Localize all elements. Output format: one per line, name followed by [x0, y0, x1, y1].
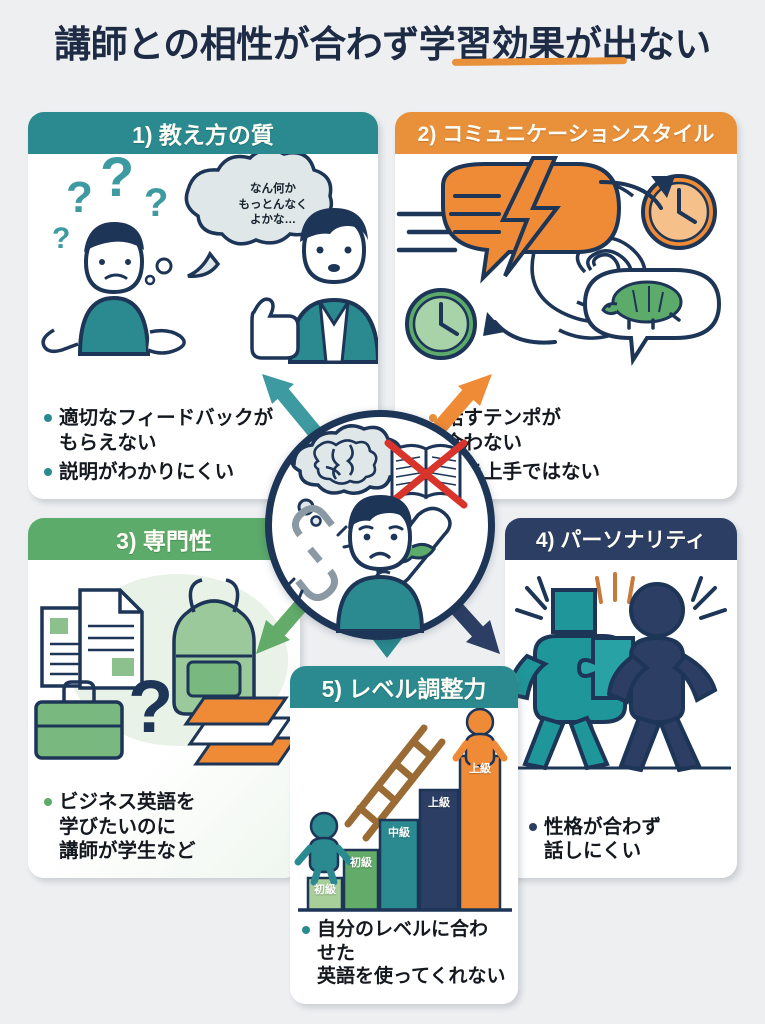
card1-bullets: 適切なフィードバックが もらえない 説明がわかりにくい [28, 402, 378, 499]
bar-label-1: 初級 [350, 857, 372, 869]
puzzle-person-figure [506, 588, 648, 771]
card4-body: 性格が合わず 話しにくい [505, 560, 737, 878]
card1-body: ? ? ? ? [28, 154, 378, 499]
bullet-item: 話すテンポが 合わない [429, 406, 725, 454]
bar-3 [418, 788, 460, 912]
bar-4 [458, 754, 502, 912]
bullet-text: 性格が合わず 話しにくい [544, 815, 662, 862]
card1-speech-text: なん何か もっとんなく よかな… [238, 183, 308, 227]
card5-body: 初級 初級 中級 上級 上級 自分のレベルに合わせた 英語を使ってくれない [290, 708, 518, 1004]
bullet-dot [429, 414, 437, 423]
question-mark-icon: ? [66, 173, 93, 222]
learner-figure-orange [452, 708, 508, 782]
question-mark-icon: ? [100, 154, 134, 208]
bar-label-0: 初級 [314, 884, 336, 896]
clock-orange-icon [641, 174, 717, 250]
card2-illustration [395, 154, 737, 402]
card-expertise[interactable]: 3) 専門性 [28, 518, 300, 878]
turtle-speech-bubble [582, 268, 722, 367]
bullet-item: ビジネス英語を 学びたいのに 講師が学生など [44, 790, 288, 863]
ladder-icon [344, 724, 446, 842]
bullet-item: 性格が合わず 話しにくい [529, 815, 725, 863]
bullet-item: 適切なフィードバックが もらえない [44, 406, 366, 454]
broken-chain-icon [292, 505, 338, 601]
card5-illustration: 初級 初級 中級 上級 上級 [290, 708, 518, 914]
teacher-figure [250, 208, 378, 364]
card5-bullets: 自分のレベルに合わせた 英語を使ってくれない [290, 914, 518, 1004]
question-mark-icon: ? [144, 181, 168, 225]
thumbs-up-icon [250, 297, 300, 360]
card1-header: 1) 教え方の質 [28, 112, 378, 154]
student-figure [41, 222, 186, 356]
crossed-out-book-icon [384, 439, 468, 509]
learner-figure-teal [294, 811, 354, 886]
question-mark-icon: ? [128, 665, 173, 748]
card-personality[interactable]: 4) パーソナリティ [505, 518, 737, 878]
card3-header: 3) 専門性 [28, 518, 300, 560]
backpack-icon [172, 578, 256, 716]
briefcase-icon [34, 680, 124, 760]
bar-label-2: 中級 [388, 827, 410, 839]
clock-green-icon [405, 288, 477, 360]
bullet-dot [44, 798, 52, 807]
bullet-dot [529, 822, 537, 831]
chain-break-sparks [284, 525, 356, 603]
turtle-icon [601, 280, 683, 330]
card5-header: 5) レベル調整力 [290, 666, 518, 708]
card1-illustration: ? ? ? ? [28, 154, 378, 402]
card3-body: ? [28, 560, 300, 878]
card4-bullets: 性格が合わず 話しにくい [505, 811, 737, 878]
card4-illustration [505, 560, 737, 811]
bullet-text: 説明がわかりにくい [59, 460, 235, 483]
card3-illustration: ? [28, 560, 300, 786]
books-stack-icon [183, 696, 299, 766]
question-mark-icon: ? [52, 222, 70, 255]
card-level-adjustment[interactable]: 5) レベル調整力 [290, 666, 518, 1004]
bullet-item: 説明がわかりにくい [44, 460, 366, 484]
bullet-item: 自分のレベルに合わせた 英語を使ってくれない [302, 918, 506, 989]
bullet-text: 話すテンポが 合わない [444, 407, 562, 454]
page-title-wrap: 講師との相性が合わず学習効果が出ない [0, 14, 765, 68]
card4-header: 4) パーソナリティ [505, 518, 737, 560]
fast-speech-bubble [441, 156, 622, 284]
bullet-text: 適切なフィードバックが もらえない [59, 407, 274, 454]
card3-bullets: ビジネス英語を 学びたいのに 講師が学生など [28, 786, 300, 878]
bar-label-4: 上級 [469, 763, 491, 775]
sad-person-icon [335, 495, 425, 633]
center-hub [265, 410, 495, 640]
bar-2 [378, 818, 420, 912]
navy-person-figure [606, 582, 718, 773]
bullet-dot [44, 467, 52, 476]
bullet-dot [44, 414, 52, 423]
lightning-bolt-icon [499, 156, 562, 278]
documents-icon [40, 588, 144, 690]
bullet-text: ビジネス英語を 学びたいのに 講師が学生など [59, 791, 196, 862]
bullet-text: 自分のレベルに合わせた 英語を使ってくれない [317, 919, 506, 988]
card2-header: 2) コミュニケーションスタイル [395, 112, 737, 154]
bar-label-3: 上級 [428, 797, 450, 809]
bullet-dot [302, 926, 310, 935]
